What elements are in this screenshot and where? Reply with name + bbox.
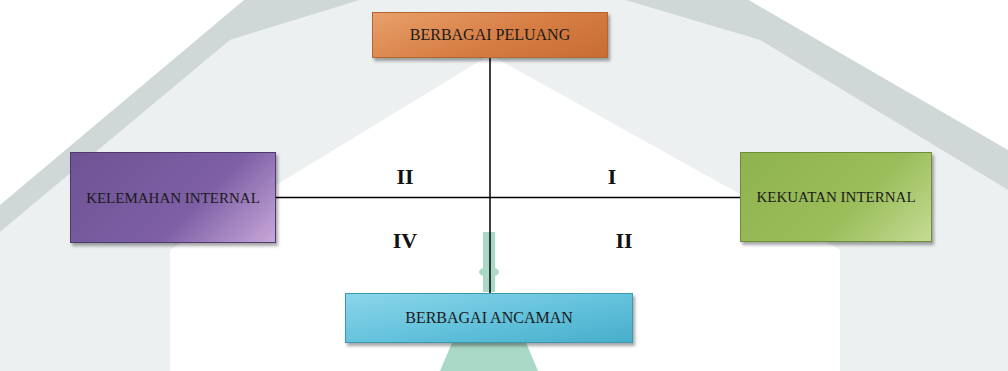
quadrant-number: I	[608, 164, 617, 190]
weakness-box: KELEMAHAN INTERNAL	[70, 152, 276, 243]
quadrant-number: II	[396, 164, 413, 190]
node-label: KEKUATAN INTERNAL	[756, 188, 915, 206]
strength-box: KEKUATAN INTERNAL	[740, 152, 932, 242]
node-label: BERBAGAI ANCAMAN	[405, 308, 573, 327]
axis-line	[276, 197, 740, 199]
threat-box: BERBAGAI ANCAMAN	[345, 293, 633, 343]
quadrant-number: II	[615, 228, 632, 254]
axis-line	[489, 58, 491, 293]
node-label: KELEMAHAN INTERNAL	[86, 189, 260, 207]
quadrant-number: IV	[393, 228, 417, 254]
node-label: BERBAGAI PELUANG	[410, 25, 570, 44]
opportunity-box: BERBAGAI PELUANG	[372, 12, 608, 58]
